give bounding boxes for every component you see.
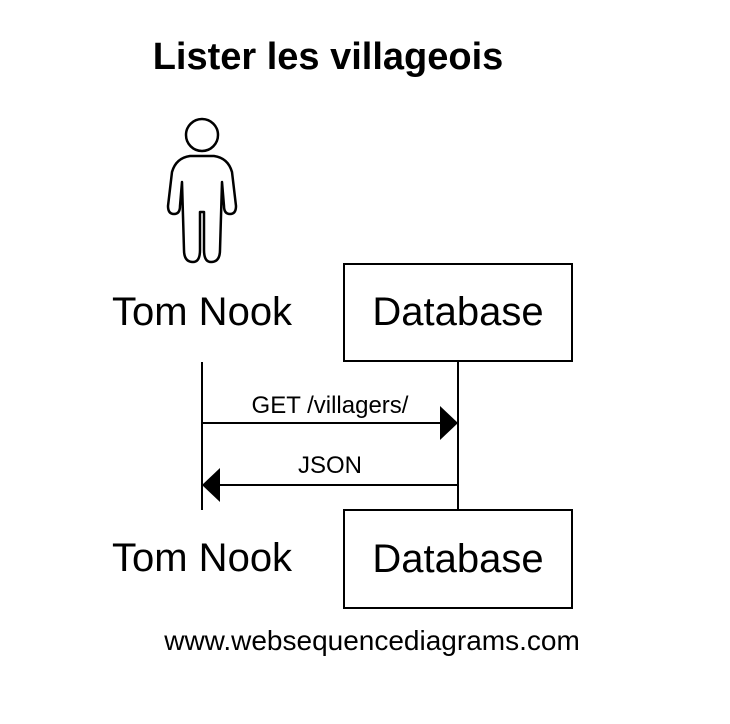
message-arrow-json xyxy=(202,468,458,502)
participant-database-top-label: Database xyxy=(372,290,544,334)
participant-database-top: Database xyxy=(343,263,573,362)
message-label-json: JSON xyxy=(297,452,362,479)
participant-database-bottom: Database xyxy=(343,509,573,609)
participant-database-bottom-label: Database xyxy=(372,536,544,581)
message-label-get-villagers: GET /villagers/ xyxy=(251,392,409,419)
person-icon xyxy=(166,117,238,264)
watermark-link[interactable]: www.websequencediagrams.com xyxy=(164,625,580,656)
participant-tom-nook-top: Tom Nook xyxy=(112,290,293,334)
diagram-title: Lister les villageois xyxy=(152,36,504,78)
message-arrow-get-villagers xyxy=(202,406,458,440)
participant-tom-nook-bottom: Tom Nook xyxy=(112,536,293,580)
